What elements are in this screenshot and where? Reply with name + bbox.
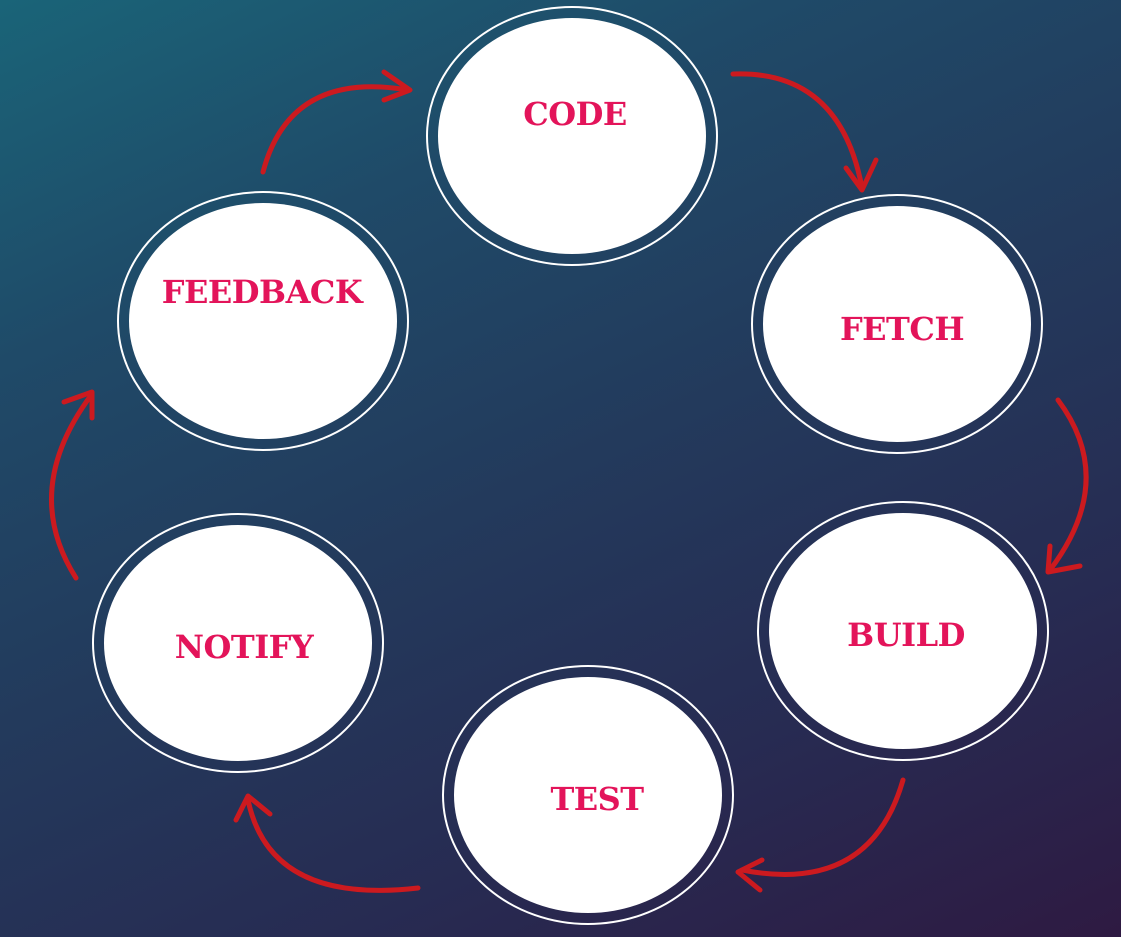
node-build: BUILD [757,501,1049,761]
node-code: CODE [426,6,718,266]
node-code-label: CODE [523,95,626,133]
arrow-code-to-fetch [730,71,879,193]
node-build-label: BUILD [847,616,965,654]
node-notify-label: NOTIFY [175,628,315,666]
node-fetch: FETCH [751,194,1043,454]
node-feedback: FEEDBACK [117,191,409,451]
node-test-label: TEST [550,780,644,818]
node-test: TEST [442,665,734,925]
node-feedback-label: FEEDBACK [162,273,364,311]
arrow-fetch-to-build [1045,397,1089,575]
arrow-test-to-notify [233,793,421,893]
node-fetch-label: FETCH [840,310,964,348]
node-notify: NOTIFY [92,513,384,773]
arrow-build-to-test [735,777,906,893]
arrow-feedback-to-code [260,69,413,175]
arrow-notify-to-feedback [49,389,95,581]
